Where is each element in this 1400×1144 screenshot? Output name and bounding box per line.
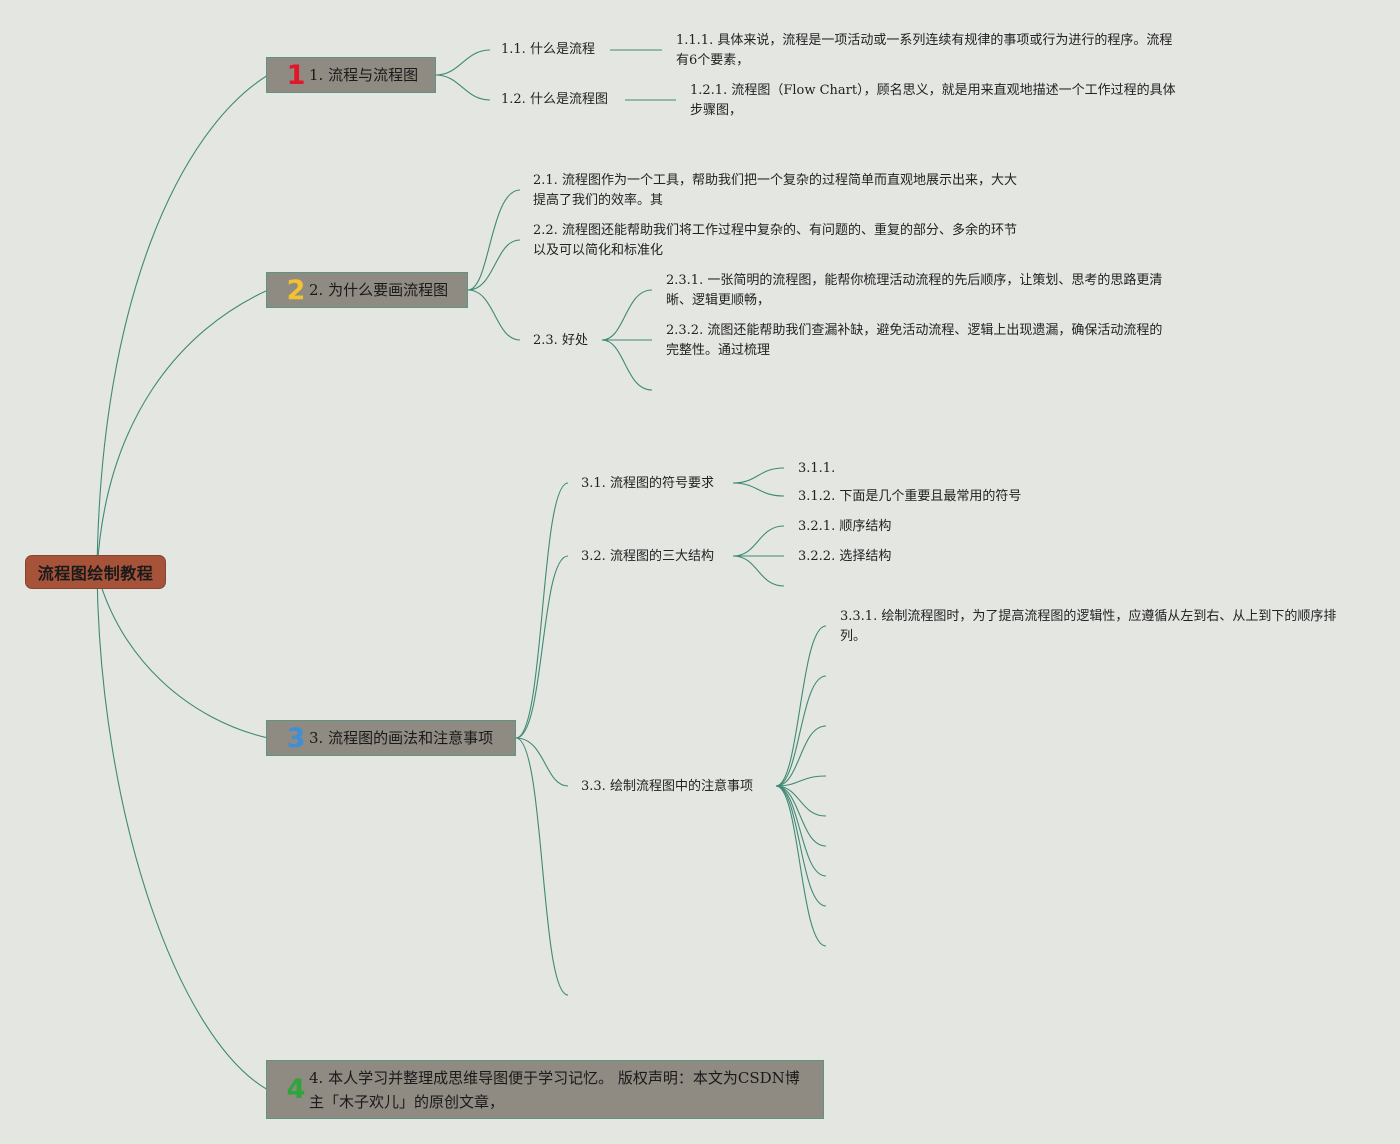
main-topic-2[interactable]: 2 2. 为什么要画流程图: [266, 272, 468, 308]
connector-t2-sub3: [467, 289, 521, 341]
main-topic-3[interactable]: 3 3. 流程图的画法和注意事项: [266, 720, 516, 756]
leaf-label: 2.3.1. 一张简明的流程图，能帮你梳理活动流程的先后顺序，让策划、思考的思路…: [666, 273, 1163, 308]
connector-t3-sub1: [515, 482, 569, 739]
subtopic-3-2[interactable]: 3.2. 流程图的三大结构: [581, 547, 714, 567]
subtopic-3-3[interactable]: 3.3. 绘制流程图中的注意事项: [581, 777, 753, 797]
leaf-3-2-2[interactable]: 3.2.2. 选择结构: [798, 547, 891, 567]
connector-root-topic4: [96, 571, 269, 1091]
leaf-label: 3.1.2. 下面是几个重要且最常用的符号: [798, 489, 1022, 504]
subtopic-label: 1.2. 什么是流程图: [501, 92, 608, 107]
leaf-label: 3.2.1. 顺序结构: [798, 519, 892, 534]
leaf-label: 1.1.1. 具体来说，流程是一项活动或一系列连续有规律的事项或行为进行的程序。…: [676, 33, 1173, 68]
leaf-3-1-1[interactable]: 3.1.1.: [798, 459, 835, 479]
subtopic-2-2[interactable]: 2.2. 流程图还能帮助我们将工作过程中复杂的、有问题的、重复的部分、多余的环节…: [533, 221, 1023, 261]
subtopic-label: 3.3. 绘制流程图中的注意事项: [581, 779, 753, 794]
topic-number-badge: 2: [286, 274, 306, 306]
connector-t3-s1-leaf1: [732, 467, 785, 484]
subtopic-label: 3.2. 流程图的三大结构: [581, 549, 714, 564]
subtopic-1-1[interactable]: 1.1. 什么是流程: [501, 40, 595, 60]
topic-label: 4. 本人学习并整理成思维导图便于学习记忆。 版权声明：本文为CSDN博主「木子…: [309, 1068, 800, 1111]
leaf-label: 3.2.2. 选择结构: [798, 549, 892, 564]
leaf-label: 3.3.1. 绘制流程图时，为了提高流程图的逻辑性，应遵循从左到右、从上到下的顺…: [840, 609, 1337, 644]
leaf-2-3-2[interactable]: 2.3.2. 流图还能帮助我们查漏补缺，避免活动流程、逻辑上出现遗漏，确保活动流…: [666, 321, 1166, 361]
topic-number-badge: 4: [286, 1074, 306, 1105]
main-topic-1[interactable]: 1 1. 流程与流程图: [266, 57, 436, 93]
leaf-3-2-1[interactable]: 3.2.1. 顺序结构: [798, 517, 891, 537]
connector-t1-sub1: [435, 49, 491, 76]
leaf-2-3-1[interactable]: 2.3.1. 一张简明的流程图，能帮你梳理活动流程的先后顺序，让策划、思考的思路…: [666, 271, 1166, 311]
leaf-label: 3.1.1.: [798, 461, 836, 476]
connector-t2-leaf3: [601, 339, 653, 391]
leaf-1-2-1[interactable]: 1.2.1. 流程图（Flow Chart），顾名思义，就是用来直观地描述一个工…: [690, 81, 1185, 121]
connector-t3-s1-leaf2: [732, 482, 785, 497]
connector-t3-s3-leaf2: [775, 675, 827, 787]
connector-root-topic3: [96, 571, 269, 739]
leaf-3-3-1[interactable]: 3.3.1. 绘制流程图时，为了提高流程图的逻辑性，应遵循从左到右、从上到下的顺…: [840, 607, 1345, 647]
topic-label: 3. 流程图的画法和注意事项: [309, 729, 494, 747]
connector-t3-s3-leaf1: [775, 625, 827, 787]
connector-t3-s3-leaf7: [775, 785, 827, 877]
main-topic-4[interactable]: 4 4. 本人学习并整理成思维导图便于学习记忆。 版权声明：本文为CSDN博主「…: [266, 1060, 824, 1119]
subtopic-label: 2.3. 好处: [533, 333, 588, 348]
connector-t3-sub3: [515, 737, 569, 787]
connector-t3-s3-leaf9: [775, 785, 827, 947]
root-topic-label: 流程图绘制教程: [37, 564, 154, 583]
topic-label: 2. 为什么要画流程图: [309, 281, 449, 299]
connector-t3-s3-leaf8: [775, 785, 827, 907]
topic-number-badge: 3: [286, 722, 306, 754]
subtopic-2-1[interactable]: 2.1. 流程图作为一个工具，帮助我们把一个复杂的过程简单而直观地展示出来，大大…: [533, 171, 1018, 211]
connector-t2-leaf1: [601, 289, 653, 341]
connector-t3-s3-leaf3: [775, 725, 827, 787]
connector-t3-s3-leaf6: [775, 785, 827, 847]
leaf-label: 2.3.2. 流图还能帮助我们查漏补缺，避免活动流程、逻辑上出现遗漏，确保活动流…: [666, 323, 1163, 358]
subtopic-3-1[interactable]: 3.1. 流程图的符号要求: [581, 474, 714, 494]
leaf-3-1-2[interactable]: 3.1.2. 下面是几个重要且最常用的符号: [798, 487, 1021, 507]
connector-t3-sub2: [515, 555, 569, 739]
leaf-label: 1.2.1. 流程图（Flow Chart），顾名思义，就是用来直观地描述一个工…: [690, 83, 1176, 118]
connector-t3-s2-leaf3: [732, 555, 785, 587]
leaf-1-1-1[interactable]: 1.1.1. 具体来说，流程是一项活动或一系列连续有规律的事项或行为进行的程序。…: [676, 31, 1176, 71]
connector-root-topic1: [96, 74, 269, 573]
subtopic-label: 1.1. 什么是流程: [501, 42, 595, 57]
subtopic-label: 2.2. 流程图还能帮助我们将工作过程中复杂的、有问题的、重复的部分、多余的环节…: [533, 223, 1017, 258]
connector-t3-sub4: [515, 737, 569, 996]
subtopic-label: 2.1. 流程图作为一个工具，帮助我们把一个复杂的过程简单而直观地展示出来，大大…: [533, 173, 1017, 208]
connector-t2-sub2: [467, 239, 521, 291]
topic-label: 1. 流程与流程图: [309, 66, 419, 84]
connector-t3-s2-leaf1: [732, 525, 785, 557]
subtopic-label: 3.1. 流程图的符号要求: [581, 476, 714, 491]
connector-root-topic2: [96, 289, 269, 573]
subtopic-2-3[interactable]: 2.3. 好处: [533, 331, 588, 351]
connector-t3-s3-leaf4: [775, 775, 827, 787]
topic-number-badge: 1: [286, 59, 306, 91]
connector-t1-sub2: [435, 74, 491, 101]
connector-t2-sub1: [467, 189, 521, 291]
subtopic-1-2[interactable]: 1.2. 什么是流程图: [501, 90, 608, 110]
root-topic[interactable]: 流程图绘制教程: [25, 555, 166, 589]
